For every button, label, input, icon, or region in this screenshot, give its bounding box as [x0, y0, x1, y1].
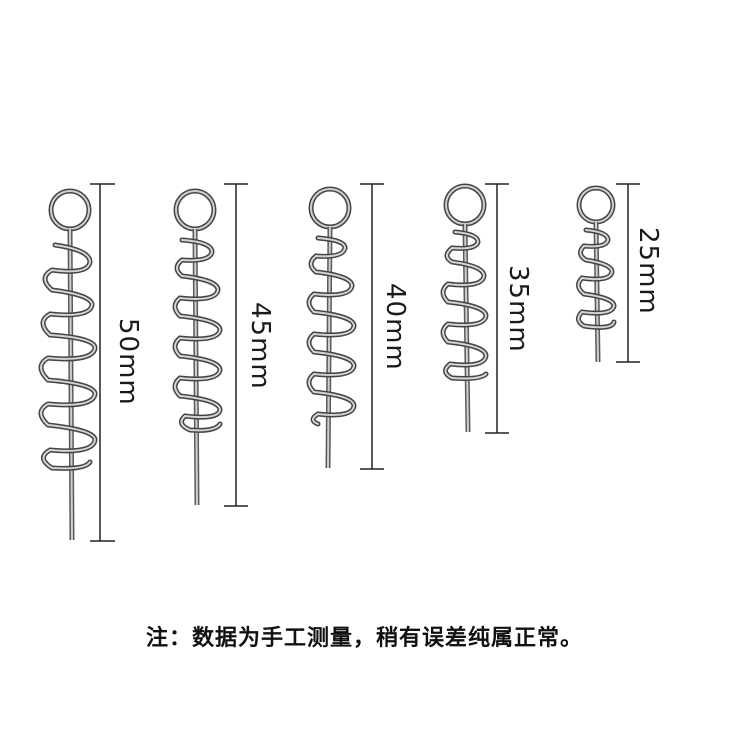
dimension-50mm: [90, 183, 115, 542]
dimension-35mm: [485, 183, 509, 434]
size-label-45mm: 45mm: [245, 302, 275, 390]
size-label-25mm: 25mm: [633, 227, 663, 315]
spring-35mm: [440, 183, 489, 433]
spring-45mm: [172, 188, 223, 506]
spring-40mm: [306, 186, 357, 469]
size-label-50mm: 50mm: [113, 318, 143, 406]
spring-50mm: [38, 188, 98, 541]
spring-25mm: [576, 185, 617, 363]
measurement-note: 注：数据为手工测量，稍有误差纯属正常。: [145, 626, 583, 651]
size-label-40mm: 40mm: [380, 283, 410, 371]
size-label-35mm: 35mm: [503, 265, 533, 353]
dimension-40mm: [360, 183, 384, 470]
dimension-25mm: [616, 183, 640, 363]
dimension-45mm: [224, 183, 248, 507]
